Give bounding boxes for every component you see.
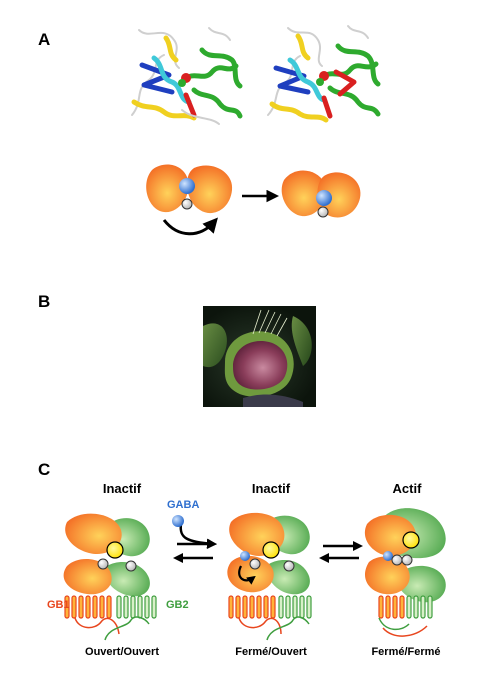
ligand-ball-bound: [316, 190, 332, 206]
closing-arrow: [162, 217, 218, 236]
state-title-2: Inactif: [251, 481, 291, 496]
state-title-3: Actif: [392, 481, 422, 496]
hinge-ball-closed: [317, 206, 329, 218]
receptor-state-1: [63, 513, 157, 641]
hinge-ball: [181, 198, 193, 210]
open-lobes: [146, 164, 233, 214]
receptor-state-3: [364, 508, 446, 637]
ligand-ball: [179, 178, 195, 194]
gb2-label: GB2: [166, 599, 189, 611]
gb1-label: GB1: [47, 599, 70, 611]
panel-letter-b: B: [38, 292, 51, 311]
state-caption-1: Ouvert/Ouvert: [85, 646, 159, 658]
panel-letter-a: A: [38, 30, 51, 49]
gaba-ligand-ball: [172, 515, 184, 527]
state-caption-2: Fermé/Ouvert: [235, 646, 307, 658]
venus-flytrap-photo: [203, 306, 316, 407]
gaba-binding-arrow: [179, 523, 217, 549]
gaba-label: GABA: [167, 499, 200, 511]
receptor-state-2: [227, 512, 312, 641]
domain-closure-diagram: [146, 164, 361, 236]
gabab-receptor-diagram: [63, 508, 446, 641]
protein-structure-closed: [267, 25, 381, 123]
closed-lobes: [281, 170, 361, 218]
state-title-1: Inactif: [102, 481, 142, 496]
state-caption-3: Fermé/Fermé: [371, 646, 441, 658]
protein-structure-open: [131, 27, 243, 125]
panel-letter-c: C: [38, 460, 51, 479]
